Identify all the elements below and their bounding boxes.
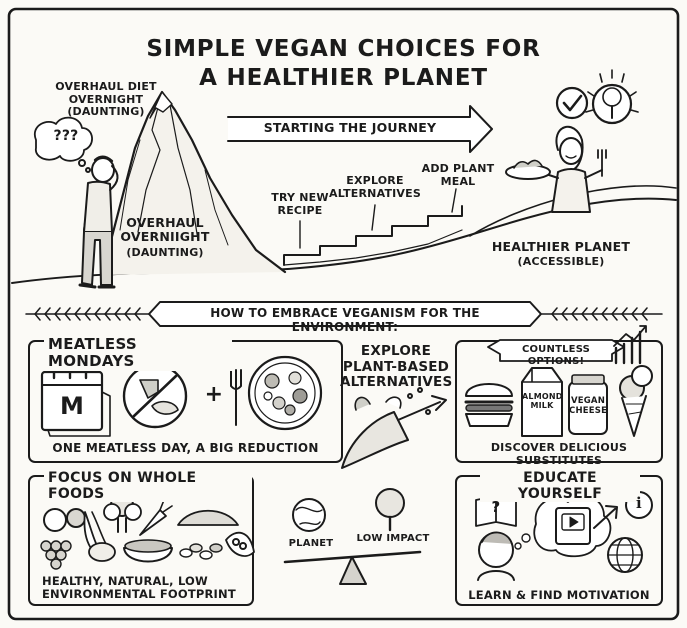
almond-milk-label: ALMOND MILK [522, 392, 563, 411]
options-ribbon-label: COUNTLESS OPTIONS! [521, 344, 591, 367]
banner-vine [25, 307, 663, 321]
whole-foods-heading: FOCUS ON WHOLE FOODS [44, 470, 252, 503]
seesaw-pivot [339, 556, 367, 585]
potato-icon [88, 542, 116, 562]
calendar-letter: M [59, 392, 85, 420]
question-marks: ??? [53, 128, 79, 144]
burger-icon [464, 383, 514, 427]
whole-foods-caption: HEALTHY, NATURAL, LOW ENVIRONMENTAL FOOT… [42, 574, 236, 602]
pea-pod-icon [225, 531, 255, 557]
calendar-icon [40, 364, 111, 437]
options-ribbon [487, 339, 625, 362]
goal-sublabel: (ACCESSIBLE) [517, 255, 605, 268]
meatless-heading: MEATLESS MONDAYS [44, 335, 232, 371]
educate-heading: EDUCATE YOURSELF [480, 470, 640, 503]
step-label-add-meal: ADD PLANT MEAL [421, 162, 495, 188]
nuts-icon [179, 543, 223, 560]
fork-icon [230, 369, 242, 426]
meatless-caption: ONE MEATLESS DAY, A BIG REDUCTION [52, 441, 319, 455]
title-line-2: A HEALTHIER PLANET [199, 64, 488, 91]
plus-sign: + [204, 382, 224, 407]
grapes-icon [40, 540, 72, 570]
vegan-cheese-jar [568, 374, 608, 435]
vegan-cheese-label: VEGAN CHEESE [569, 396, 608, 416]
veggie-bowl-icon [247, 355, 323, 431]
thought-dots-icon [514, 533, 531, 550]
step-pointer-3 [451, 188, 457, 213]
grain-pile-icon [177, 510, 239, 526]
educate-caption: LEARN & FIND MOTIVATION [468, 588, 650, 602]
person-head-icon [477, 531, 515, 581]
tree-sun-icon [585, 69, 639, 125]
section-banner: HOW TO EMBRACE VEGANISM FOR THE ENVIRONM… [210, 306, 480, 334]
fruits-icon [43, 508, 113, 557]
explore-heading: EXPLORE PLANT-BASED ALTERNATIVES [340, 343, 453, 391]
no-meat-icon [122, 363, 188, 429]
options-caption: DISCOVER DELICIOUS SUBSTITUTES [490, 441, 628, 467]
ice-cream-icon [619, 365, 653, 437]
cornucopia-icon [341, 387, 447, 469]
globe-grid-icon [607, 537, 643, 573]
mountain-label: OVERHAUL OVERNIIGHT [120, 215, 210, 245]
step-label-try-recipe: TRY NEW RECIPE [271, 191, 329, 217]
stair-shading [283, 229, 463, 266]
journey-arrow-label: STARTING THE JOURNEY [263, 120, 437, 135]
book-question-mark: ? [491, 498, 501, 516]
growth-chart-icon [613, 325, 647, 365]
mountain-note: OVERHAUL DIET OVERNIGHT (DAUNTING) [55, 80, 157, 119]
small-tree-icon [375, 488, 405, 532]
tablet-video-icon [555, 507, 591, 545]
step-label-explore: EXPLORE ALTERNATIVES [328, 174, 421, 200]
info-letter: i [636, 494, 642, 512]
worried-person [78, 155, 119, 289]
almond-milk-carton [521, 367, 563, 437]
title-line-1: SIMPLE VEGAN CHOICES FOR [146, 36, 541, 62]
carrot-icon [139, 499, 173, 536]
journey-arrow [227, 105, 493, 153]
banner-frame [148, 301, 542, 327]
globe-icon [292, 498, 326, 532]
step-pointer-2 [371, 204, 376, 231]
bean-bowl-icon [123, 539, 173, 563]
mountain [100, 90, 287, 277]
check-circle-icon [555, 86, 589, 120]
planet-label: PLANET [288, 538, 334, 549]
mountain-sublabel: (DAUNTING) [126, 246, 204, 259]
stairs [283, 205, 463, 266]
goal-label: HEALTHIER PLANET [491, 239, 631, 254]
happy-woman [505, 125, 607, 213]
rising-arrow [593, 505, 618, 529]
low-impact-label: LOW IMPACT [356, 533, 430, 544]
page-title: SIMPLE VEGAN CHOICES FOR A HEALTHIER PLA… [120, 35, 567, 93]
outer-frame [7, 7, 680, 621]
question-thought-bubble [33, 116, 93, 173]
